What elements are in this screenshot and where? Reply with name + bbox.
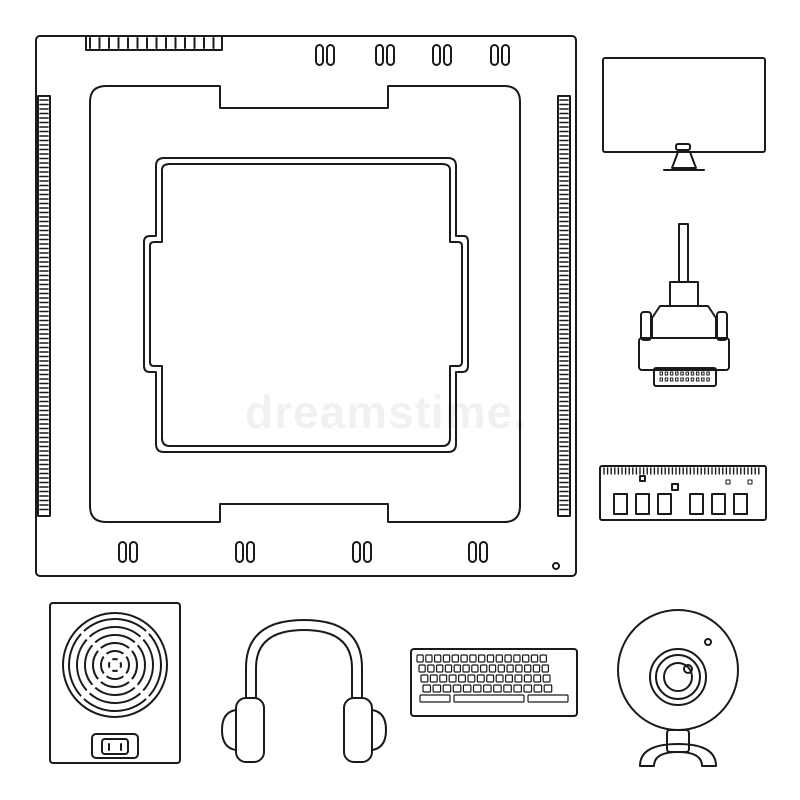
watermark: dreamstime.: [245, 386, 528, 438]
video-cable-connector-icon: [638, 223, 730, 387]
ram-module-icon: [599, 465, 767, 521]
webcam-icon: [617, 609, 739, 767]
keyboard-icon: [410, 648, 578, 717]
cpu-socket-icon: [35, 35, 577, 577]
monitor-icon: [602, 57, 766, 171]
power-supply-icon: [49, 602, 181, 764]
headphones-icon: [221, 619, 387, 763]
